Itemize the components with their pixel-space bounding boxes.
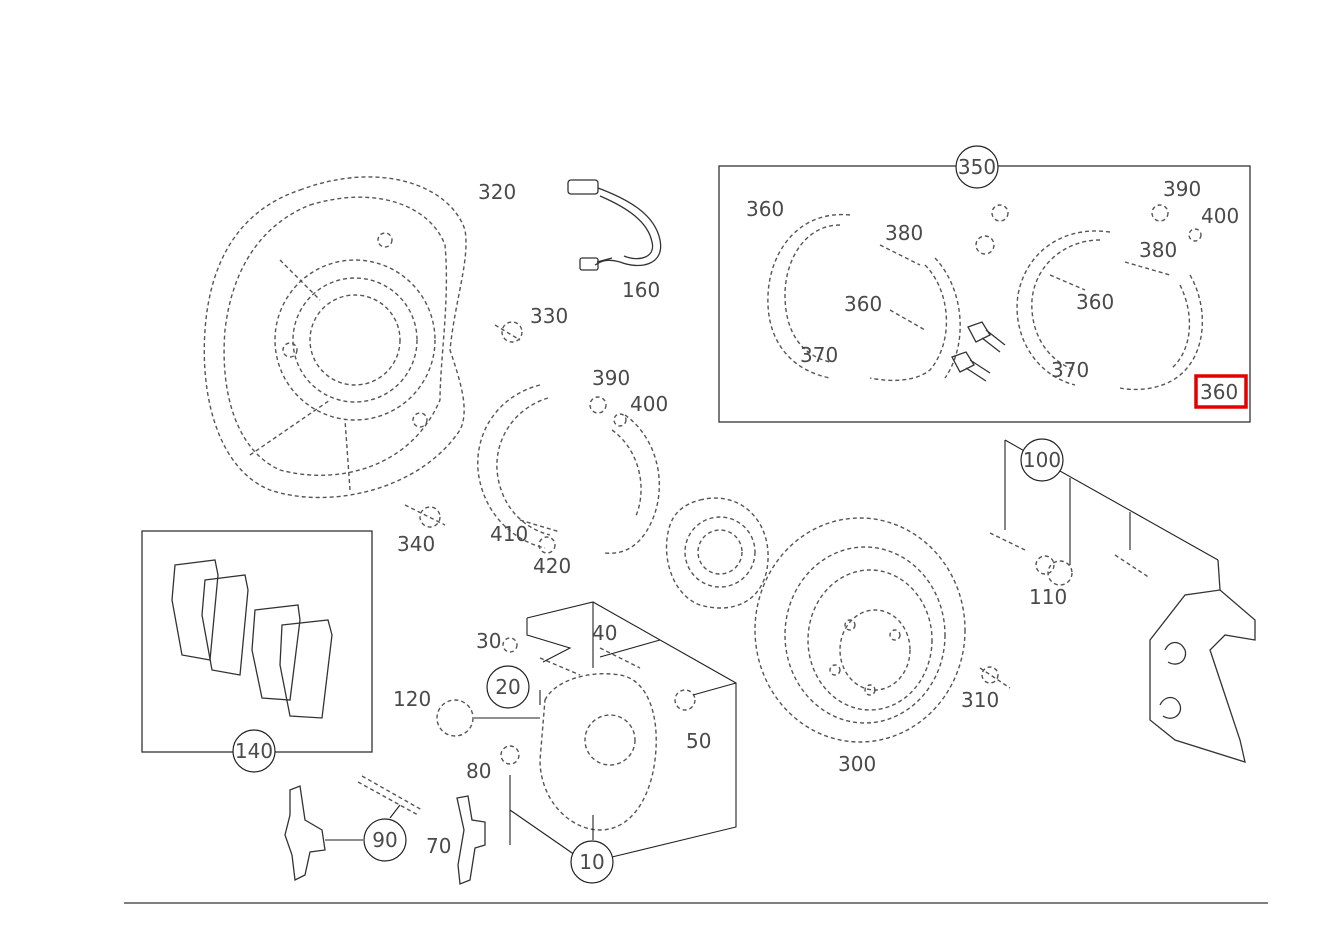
part-label-160[interactable]: 160 xyxy=(622,278,660,302)
part-label-390[interactable]: 390 xyxy=(592,366,630,390)
callout-circle-20 xyxy=(486,665,530,709)
callout-140[interactable]: 140 xyxy=(235,739,273,763)
part-label-360[interactable]: 360 xyxy=(1076,290,1114,314)
part-label-40[interactable]: 40 xyxy=(592,621,617,645)
part-label-410[interactable]: 410 xyxy=(490,522,528,546)
callout-20[interactable]: 20 xyxy=(495,675,520,699)
part-label-360[interactable]: 360 xyxy=(746,197,784,221)
part-label-400[interactable]: 400 xyxy=(1201,204,1239,228)
callout-350[interactable]: 350 xyxy=(958,155,996,179)
backing-plate-drawing xyxy=(203,176,467,499)
part-label-380[interactable]: 380 xyxy=(885,221,923,245)
wear-sensor-drawing xyxy=(567,179,662,271)
part-label-70[interactable]: 70 xyxy=(426,834,451,858)
part-label-320[interactable]: 320 xyxy=(478,180,516,204)
part-label-30[interactable]: 30 xyxy=(476,629,501,653)
pad-kit-box xyxy=(141,530,373,753)
highlight-box xyxy=(1194,374,1248,409)
part-label-300[interactable]: 300 xyxy=(838,752,876,776)
callout-100[interactable]: 100 xyxy=(1023,448,1061,472)
shoe-kit-drawing xyxy=(767,204,1203,391)
part-label-110[interactable]: 110 xyxy=(1029,585,1067,609)
brake-disc-drawing xyxy=(754,517,1011,743)
part-label-380[interactable]: 380 xyxy=(1139,238,1177,262)
brake-pads-drawing xyxy=(171,559,333,719)
parking-brake-shoe-drawing xyxy=(404,384,660,554)
callout-circle-10 xyxy=(570,840,614,884)
part-label-420[interactable]: 420 xyxy=(533,554,571,578)
part-label-370[interactable]: 370 xyxy=(800,343,838,367)
part-label-310[interactable]: 310 xyxy=(961,688,999,712)
callout-circle-140 xyxy=(232,729,276,773)
part-label-80[interactable]: 80 xyxy=(466,759,491,783)
hub-drawing xyxy=(665,497,769,609)
callout-circle-100 xyxy=(1020,438,1064,482)
part-label-120[interactable]: 120 xyxy=(393,687,431,711)
part-label-360-highlighted[interactable]: 360 xyxy=(1200,380,1238,404)
bolt-330-drawing xyxy=(494,321,523,343)
caliper-carrier-drawing xyxy=(989,532,1256,763)
shoe-kit-box xyxy=(718,165,1251,423)
part-label-360[interactable]: 360 xyxy=(844,292,882,316)
part-label-370[interactable]: 370 xyxy=(1051,358,1089,382)
part-label-400[interactable]: 400 xyxy=(630,392,668,416)
part-label-340[interactable]: 340 xyxy=(397,532,435,556)
leader-lines xyxy=(325,439,1219,858)
callout-circle-350 xyxy=(955,145,999,189)
callout-10[interactable]: 10 xyxy=(579,850,604,874)
part-label-330[interactable]: 330 xyxy=(530,304,568,328)
callout-90[interactable]: 90 xyxy=(372,828,397,852)
callout-circle-90 xyxy=(363,818,407,862)
part-label-390[interactable]: 390 xyxy=(1163,177,1201,201)
caliper-drawing xyxy=(284,637,696,885)
part-label-50[interactable]: 50 xyxy=(686,729,711,753)
